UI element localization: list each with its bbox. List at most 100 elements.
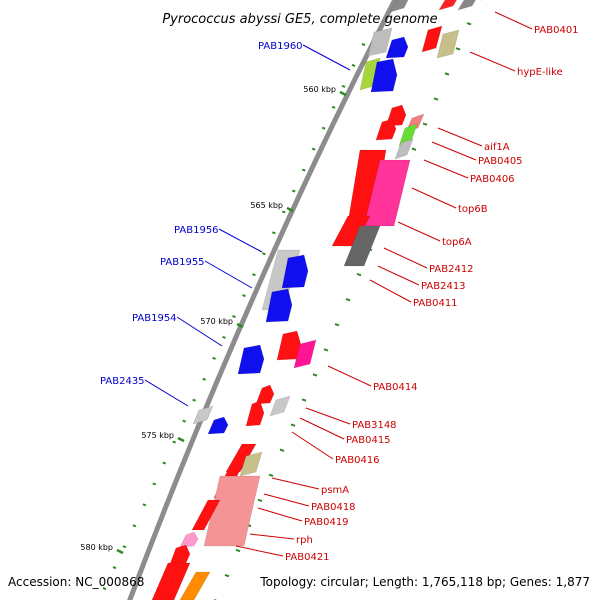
gene-label-right: PAB0411 [413,298,458,309]
gene-label-right: rph [296,535,313,546]
kbp-label: 570 kbp [200,317,233,326]
minor-tick [411,147,417,151]
leader-line [299,417,345,440]
map-title: Pyrococcus abyssi GE5, complete genome [162,12,437,27]
minor-tick [112,566,117,570]
minor-tick [301,398,307,402]
genome-backbone [127,0,398,600]
gene-label-right: PAB0421 [285,552,330,563]
leader-line [327,365,372,387]
gene-block [367,27,393,57]
minor-tick [102,587,107,590]
leader-line [305,407,351,425]
minor-tick [122,545,127,549]
minor-tick [444,72,450,76]
minor-tick [212,356,216,360]
gene-block [269,395,291,417]
minor-tick [242,294,246,298]
major-tick [286,206,294,213]
minor-tick [281,210,286,214]
gene-label-left: PAB1956 [174,225,219,236]
major-tick [236,322,244,329]
leader-line [263,493,310,507]
gene-arrow [169,544,191,565]
gene-arrow [370,58,398,93]
leader-line [291,431,334,460]
gene-arrow [265,288,293,323]
leader-line [383,247,428,269]
minor-tick [345,298,351,302]
gene-block [457,0,476,11]
gene-block [343,225,381,267]
minor-tick [142,503,147,507]
minor-tick [232,315,236,318]
major-tick [116,548,124,555]
gene-arrow [179,531,199,548]
gene-block [436,29,460,59]
gene-label-right: top6B [458,204,488,215]
minor-tick [262,252,266,256]
minor-tick [422,122,428,126]
gene-label-right: hypE-like [517,67,563,78]
leader-line [176,316,223,347]
leader-line [302,44,351,71]
gene-block [203,475,261,547]
minor-tick [192,398,196,402]
gene-block [389,0,409,13]
gene-label-right: PAB2412 [429,264,474,275]
leader-line [377,265,420,286]
kbp-label: 565 kbp [250,201,283,210]
minor-tick [132,524,137,528]
leader-line [218,228,263,253]
minor-tick [162,461,167,465]
minor-tick [202,377,206,381]
leader-line [235,545,284,557]
gene-block [394,138,414,160]
minor-tick [466,22,472,26]
gene-block [293,339,317,369]
minor-tick [301,168,306,172]
topology-text: Topology: circular; Length: 1,765,118 bp… [259,575,590,589]
major-tick [177,436,185,443]
gene-arrow [245,400,265,427]
leader-line [204,260,253,289]
minor-tick [351,63,356,67]
gene-features [102,0,482,600]
minor-tick [331,105,336,109]
minor-tick [312,373,318,377]
minor-tick [433,97,439,101]
gene-block [151,562,191,600]
gene-block [421,25,443,53]
minor-tick [279,448,285,452]
minor-tick [224,573,230,578]
minor-tick [182,419,187,423]
minor-tick [311,147,316,151]
gene-block [239,451,263,477]
minor-tick [257,498,263,503]
gene-label-right: PAB0419 [304,517,349,528]
gene-label-right: PAB0415 [346,435,391,446]
gene-label-right: PAB2413 [421,281,466,292]
leader-line [369,279,412,303]
gene-label-right: aif1A [484,142,510,153]
gene-block [191,499,221,531]
minor-tick [235,548,241,553]
kbp-label: 575 kbp [141,431,174,440]
gene-label-right: PAB0401 [534,25,579,36]
gene-arrow [375,118,397,141]
gene-label-right: top6A [442,237,472,248]
minor-tick [272,231,276,235]
gene-arrow [385,36,409,59]
minor-tick [323,348,329,352]
minor-tick [172,440,177,444]
leader-line [249,533,295,540]
gene-label-left: PAB1960 [258,41,303,52]
minor-tick [455,47,461,51]
leader-line [271,477,320,490]
leader-line [257,507,303,522]
minor-tick [268,473,274,477]
gene-block [179,571,211,600]
minor-tick [361,43,366,46]
